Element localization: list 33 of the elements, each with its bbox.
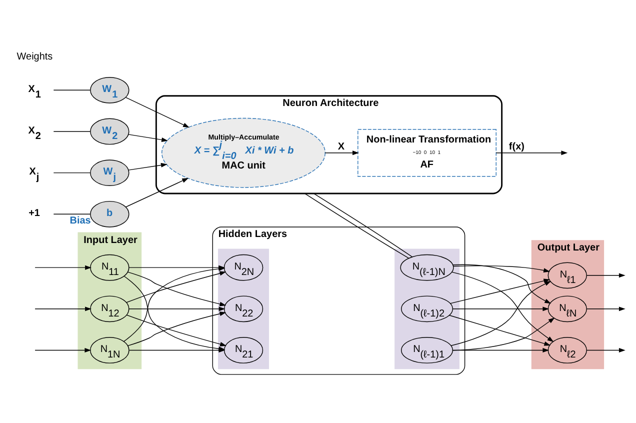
arrow <box>324 150 359 155</box>
arrow <box>452 306 550 311</box>
arrow <box>450 278 550 304</box>
arrow <box>128 162 168 170</box>
arrow <box>452 264 552 304</box>
arrow <box>586 272 626 278</box>
arrow <box>34 347 92 352</box>
node-text: +1 <box>28 208 40 219</box>
arrow <box>125 177 189 207</box>
edge-label: X <box>338 140 345 152</box>
arrow <box>451 271 554 342</box>
connector <box>53 130 91 132</box>
connector <box>53 213 91 214</box>
cluster <box>394 248 460 369</box>
arrow <box>586 347 626 352</box>
arrow <box>34 306 92 311</box>
arrow <box>586 306 626 311</box>
arrow <box>124 266 226 342</box>
node-ellipse: b <box>90 200 130 227</box>
node-label: Bias <box>70 215 91 226</box>
arrow <box>452 317 555 350</box>
arrow <box>34 264 92 270</box>
arrow <box>450 280 552 346</box>
arrow <box>448 314 551 346</box>
arrow <box>128 134 168 142</box>
connector <box>53 89 91 90</box>
arrow <box>128 306 226 311</box>
arrow <box>452 264 550 272</box>
label: Weights <box>16 50 53 62</box>
connector <box>53 172 91 173</box>
arrow <box>496 150 568 155</box>
edge-label: f(x) <box>508 140 524 152</box>
arrow <box>125 96 190 128</box>
